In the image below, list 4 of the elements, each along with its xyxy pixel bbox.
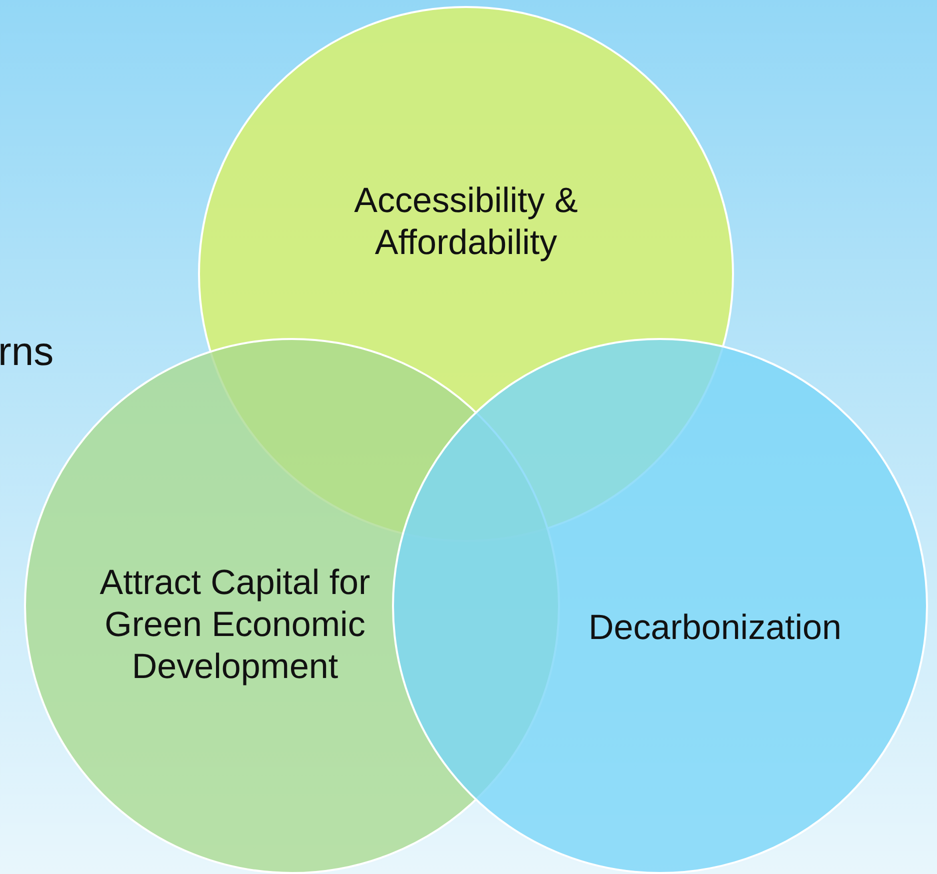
text-fragment: rns (0, 330, 54, 375)
circle-label: Attract Capital for Green Economic Development (98, 562, 372, 688)
circle-label: Accessibility & Affordability (353, 180, 579, 264)
circle-label: Decarbonization (588, 607, 842, 649)
